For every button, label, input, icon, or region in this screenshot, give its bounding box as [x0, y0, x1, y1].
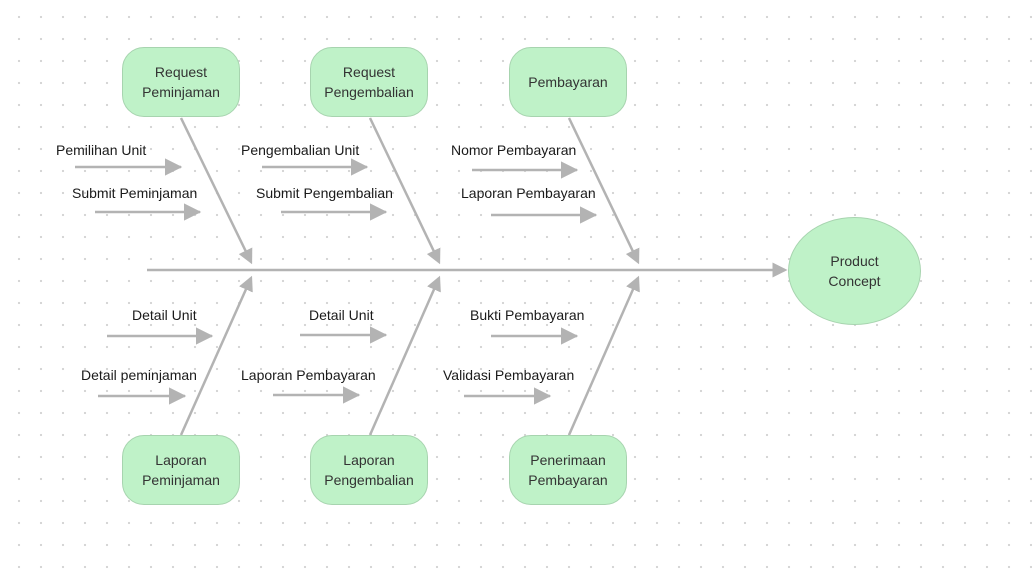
category-node-label: Penerimaan Pembayaran	[528, 452, 608, 488]
bone-laporan-pengembalian	[368, 275, 441, 436]
bone-pembayaran	[567, 117, 640, 265]
bone-request-pengembalian	[368, 117, 441, 265]
bone-laporan-peminjaman	[179, 275, 253, 436]
cause-label: Detail Unit	[309, 307, 374, 323]
cause-label: Validasi Pembayaran	[443, 367, 575, 383]
cause-label: Nomor Pembayaran	[451, 142, 577, 158]
product-concept-node[interactable]: Product Concept	[788, 217, 921, 325]
cause-label: Pemilihan Unit	[56, 142, 147, 158]
category-node[interactable]: Pembayaran	[509, 47, 627, 117]
bone-penerimaan-pembayaran	[567, 275, 640, 436]
bone-request-peminjaman	[179, 117, 253, 265]
category-node[interactable]: Request Pengembalian	[310, 47, 428, 117]
category-node-label: Request Peminjaman	[142, 64, 220, 100]
cause-label: Pengembalian Unit	[241, 142, 360, 158]
cause-label: Bukti Pembayaran	[470, 307, 585, 323]
category-node-label: Laporan Pengembalian	[324, 452, 414, 488]
category-node[interactable]: Request Peminjaman	[122, 47, 240, 117]
category-node[interactable]: Laporan Pengembalian	[310, 435, 428, 505]
category-node[interactable]: Penerimaan Pembayaran	[509, 435, 627, 505]
cause-label: Laporan Pembayaran	[461, 185, 596, 201]
cause-label: Submit Pengembalian	[256, 185, 393, 201]
product-concept-label: Product Concept	[828, 253, 881, 289]
category-node-label: Pembayaran	[528, 74, 608, 90]
category-node[interactable]: Laporan Peminjaman	[122, 435, 240, 505]
cause-label: Detail peminjaman	[81, 367, 197, 383]
category-node-label: Request Pengembalian	[324, 64, 414, 100]
cause-label: Submit Peminjaman	[72, 185, 198, 201]
cause-label: Laporan Pembayaran	[241, 367, 376, 383]
cause-label: Detail Unit	[132, 307, 197, 323]
category-node-label: Laporan Peminjaman	[142, 452, 220, 488]
